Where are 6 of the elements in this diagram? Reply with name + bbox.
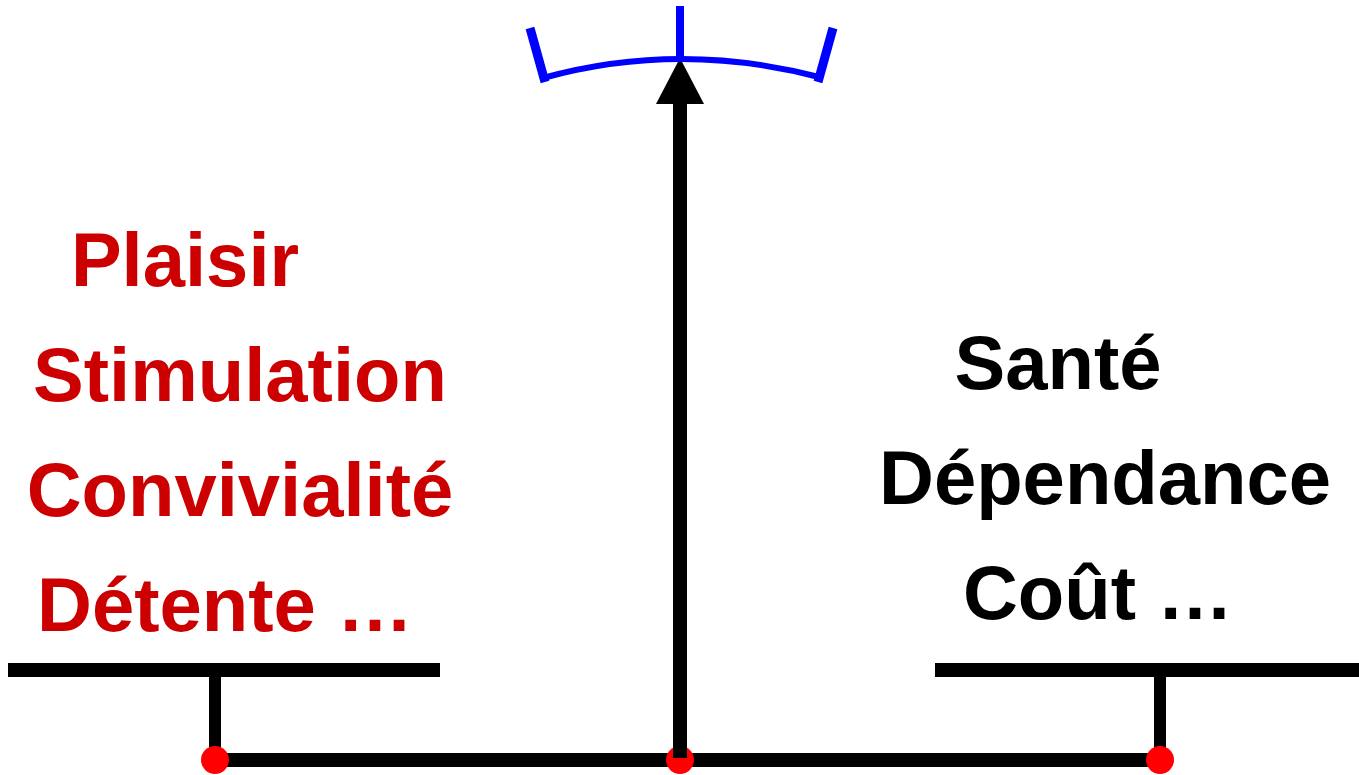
criterion-label: Coût …: [962, 555, 1234, 631]
criterion-label: Détente …: [37, 567, 413, 643]
criterion-label: Plaisir: [70, 222, 300, 298]
criterion-label: Convivialité: [26, 452, 454, 528]
criterion-label: Santé: [954, 325, 1162, 401]
criterion-label: Stimulation: [33, 337, 447, 413]
